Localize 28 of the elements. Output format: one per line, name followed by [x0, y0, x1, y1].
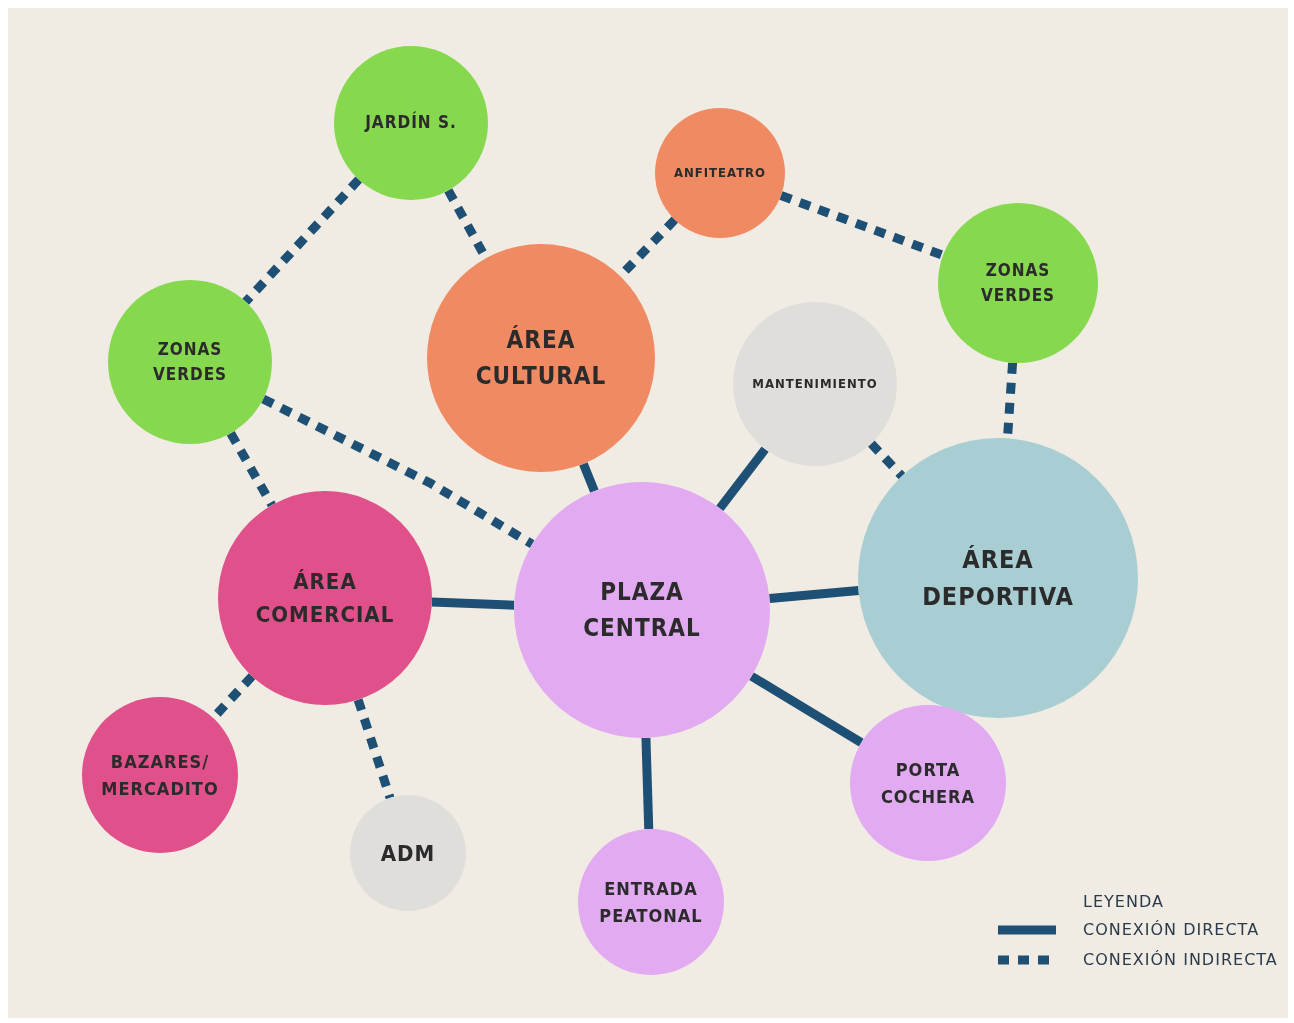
- node-label: ZONAS VERDES: [979, 258, 1057, 307]
- connector-line: [353, 698, 395, 800]
- node-label: ÁREA COMERCIAL: [254, 568, 396, 629]
- legend-text: CONEXIÓN DIRECTA: [1083, 920, 1260, 939]
- node-label: ANFITEATRO: [673, 164, 767, 183]
- connector-line: [579, 462, 599, 493]
- connector-line: [226, 430, 276, 508]
- node-label: ÁREA DEPORTIVA: [921, 543, 1075, 613]
- node-label: ADM: [380, 839, 436, 868]
- node-label: BAZARES/ MERCADITO: [100, 750, 220, 801]
- node-label: PORTA COCHERA: [879, 758, 977, 809]
- legend-text: CONEXIÓN INDIRECTA: [1083, 950, 1278, 969]
- connector-line: [261, 394, 535, 549]
- connector-line: [868, 440, 906, 480]
- legend-title: LEYENDA: [1083, 892, 1164, 911]
- node-label: ÁREA CULTURAL: [474, 324, 608, 392]
- connector-line: [749, 672, 864, 747]
- node-label: PLAZA CENTRAL: [582, 577, 702, 644]
- connector-line: [769, 586, 859, 604]
- connector-line: [716, 446, 769, 512]
- node-label: JARDÍN S.: [365, 110, 457, 135]
- connector-line: [431, 597, 515, 610]
- node-label: MANTENIMIENTO: [752, 375, 878, 394]
- connector-line: [641, 737, 654, 830]
- connector-line: [779, 191, 945, 260]
- node-label: ZONAS VERDES: [151, 337, 229, 386]
- connector-line: [242, 176, 363, 305]
- node-label: ENTRADA PEATONAL: [598, 877, 704, 928]
